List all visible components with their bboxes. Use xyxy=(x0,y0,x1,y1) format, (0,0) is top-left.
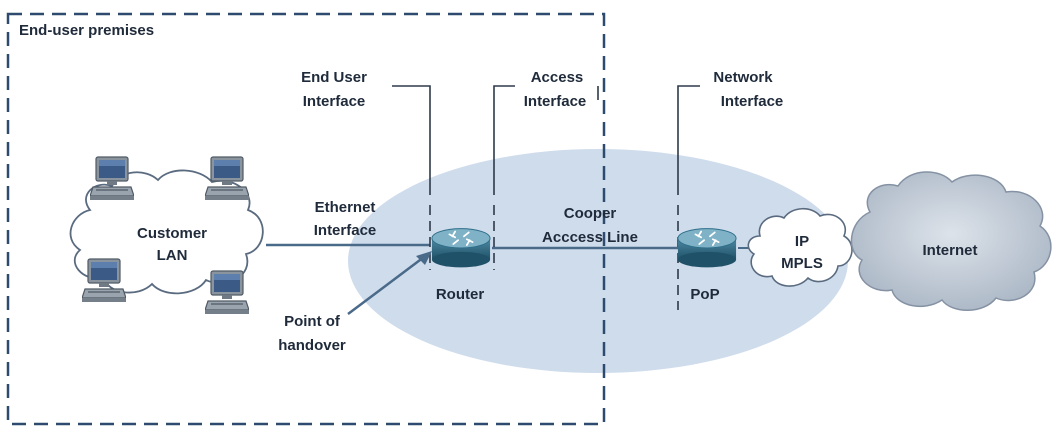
ip-mpls-cloud-icon xyxy=(747,207,853,287)
access-interface-label-1: Access xyxy=(531,69,584,86)
copper-line-label-1: Cooper xyxy=(564,205,617,222)
network-interface-label-1: Network xyxy=(713,69,773,86)
network-interface-label-2: Interface xyxy=(721,93,784,110)
router-icon xyxy=(431,227,491,268)
access-interface-marker xyxy=(493,85,599,270)
ip-label: IP xyxy=(795,233,809,250)
computer-icon xyxy=(82,258,126,303)
customer-lan-label-1: Customer xyxy=(137,225,207,242)
end-user-interface-label-1: End User xyxy=(301,69,367,86)
computer-icon xyxy=(90,156,134,201)
internet-label: Internet xyxy=(922,242,977,259)
access-interface-label-2: Interface xyxy=(524,93,587,110)
pop-router-icon xyxy=(677,227,737,268)
internet-cloud-icon xyxy=(850,171,1052,311)
handover-arrow xyxy=(347,251,432,315)
pop-label: PoP xyxy=(690,286,719,303)
computer-icon xyxy=(205,270,249,315)
copper-line-label-2: Acccess Line xyxy=(542,229,638,246)
premises-border xyxy=(6,12,606,426)
computer-icon xyxy=(205,156,249,201)
premises-label: End-user premises xyxy=(19,22,154,39)
mpls-label: MPLS xyxy=(781,255,823,272)
router-label: Router xyxy=(436,286,484,303)
end-user-interface-marker xyxy=(392,85,431,270)
end-user-interface-label-2: Interface xyxy=(303,93,366,110)
customer-lan-label-2: LAN xyxy=(157,247,188,264)
ethernet-interface-label-2: Interface xyxy=(314,222,377,239)
handover-label-1: Point of xyxy=(284,313,341,330)
access-network-zone xyxy=(348,149,848,373)
ethernet-interface-label-1: Ethernet xyxy=(315,199,376,216)
handover-label-2: handover xyxy=(278,337,346,354)
